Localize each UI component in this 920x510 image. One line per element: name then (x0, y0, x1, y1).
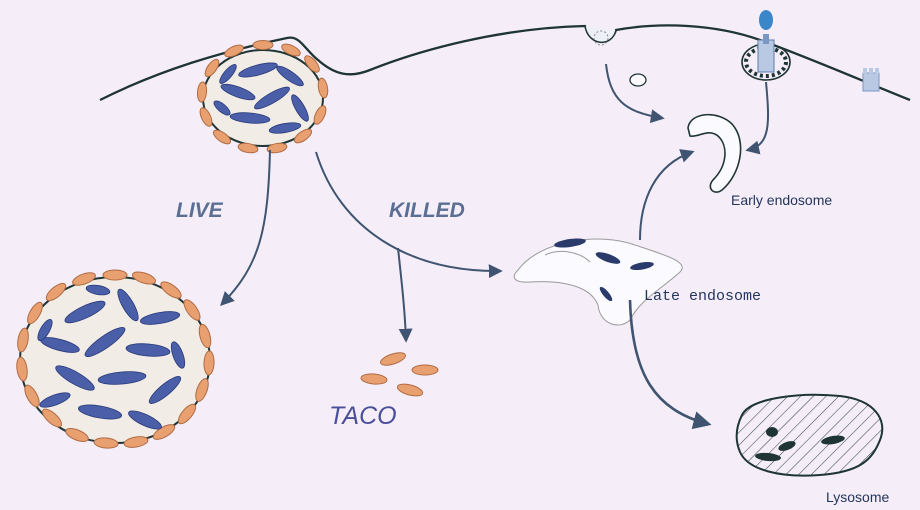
arrow-live (222, 150, 270, 304)
arrow-taco (398, 248, 406, 340)
live-bacteria-phagosome (15, 270, 214, 449)
label-early-endosome: Early endosome (731, 192, 832, 208)
lysosome (737, 395, 883, 476)
arrow-receptor-to-endosome (748, 82, 768, 150)
late-endosome (514, 237, 682, 325)
label-lysosome: Lysosome (826, 489, 889, 505)
label-late-endosome: Late endosome (644, 288, 761, 305)
endocytic-pit (585, 26, 616, 45)
label-taco: TACO (329, 402, 397, 431)
receptor-coated-pit (742, 10, 790, 80)
arrow-pit-to-endosome (606, 64, 662, 118)
phagosome (197, 41, 330, 155)
label-killed: KILLED (389, 199, 465, 223)
arrow-late-to-early (640, 152, 692, 240)
arrow-late-to-lysosome (630, 300, 708, 424)
label-live: LIVE (176, 199, 223, 223)
receptor-small (863, 68, 879, 91)
early-endosome (688, 115, 741, 192)
taco-particles (361, 350, 438, 398)
endocytic-vesicle (630, 74, 646, 86)
